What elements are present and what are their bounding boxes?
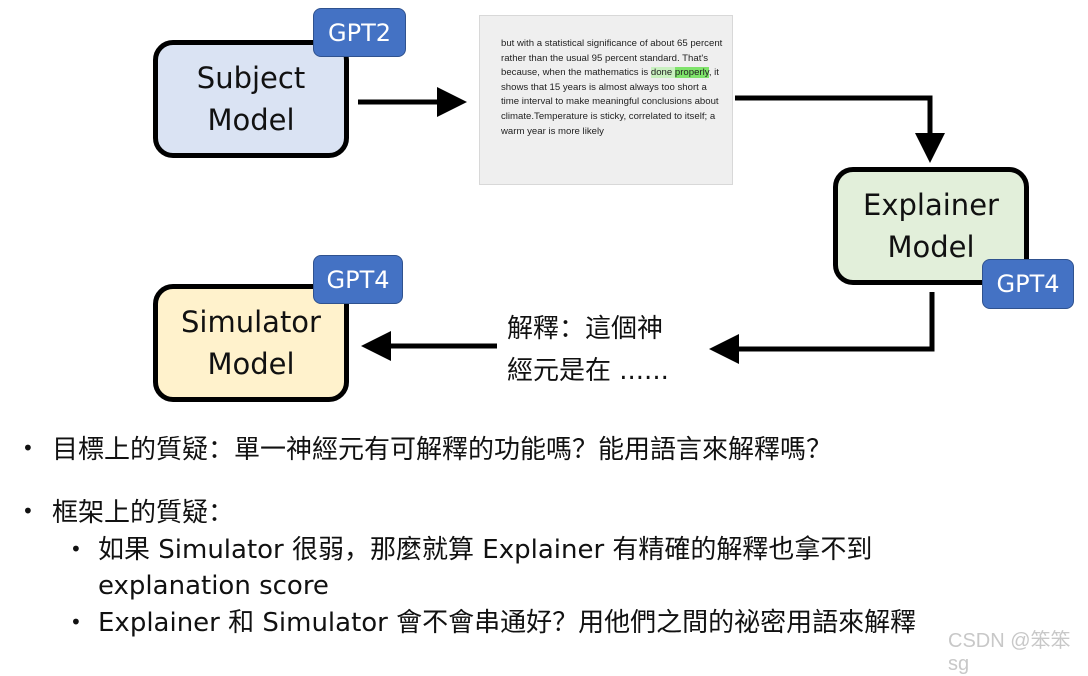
text-excerpt: but with a statistical significance of a…: [479, 15, 733, 185]
explainer-model-label-line2: Model: [887, 230, 975, 264]
subject-model-box: Subject Model: [153, 40, 349, 158]
explanation-line2: 經元是在 ......: [507, 356, 669, 386]
simulator-model-box: Simulator Model: [153, 284, 349, 402]
sub-bullet-dot: •: [70, 537, 82, 561]
bullet-framework-question: 框架上的質疑：: [52, 498, 235, 528]
bullet-dot: •: [22, 436, 34, 460]
flow-arrows: [358, 87, 945, 364]
explanation-text: 解釋：這個神 經元是在 ......: [507, 308, 669, 392]
explanation-line1: 解釋：這個神: [507, 314, 664, 344]
arrow-explainer-to-explanation: [709, 292, 935, 364]
subject-model-label-line1: Subject: [196, 61, 306, 95]
sub-bullet-weak-simulator: 如果 Simulator 很弱，那麼就算 Explainer 有精確的解釋也拿不…: [98, 535, 873, 565]
arrow-document-to-explainer: [735, 95, 945, 163]
explainer-model-label-line1: Explainer: [863, 188, 999, 222]
explainer-model-tag: GPT4: [982, 259, 1074, 309]
bullet-dot: •: [22, 499, 34, 523]
excerpt-highlight-light: done: [650, 67, 675, 79]
sub-bullet-weak-simulator-cont: explanation score: [98, 571, 329, 601]
subject-model-label-line2: Model: [207, 103, 295, 137]
simulator-model-label-line1: Simulator: [181, 305, 321, 339]
excerpt-highlight-strong: properly: [674, 67, 709, 79]
explainer-model-box: Explainer Model: [833, 167, 1029, 285]
watermark: CSDN @笨笨sg: [948, 630, 1071, 675]
sub-bullet-dot: •: [70, 610, 82, 634]
excerpt-text-before: but with a statistical significance of a…: [501, 38, 723, 79]
bullet-goal-question: 目標上的質疑：單一神經元有可解釋的功能嗎？能用語言來解釋嗎？: [52, 435, 833, 465]
excerpt-text-after: , it shows that 15 years is almost alway…: [501, 67, 719, 137]
simulator-model-tag: GPT4: [313, 255, 403, 304]
simulator-model-label-line2: Model: [207, 347, 295, 381]
subject-model-tag: GPT2: [313, 8, 406, 57]
sub-bullet-collusion: Explainer 和 Simulator 會不會串通好？用他們之間的祕密用語來…: [98, 608, 917, 638]
